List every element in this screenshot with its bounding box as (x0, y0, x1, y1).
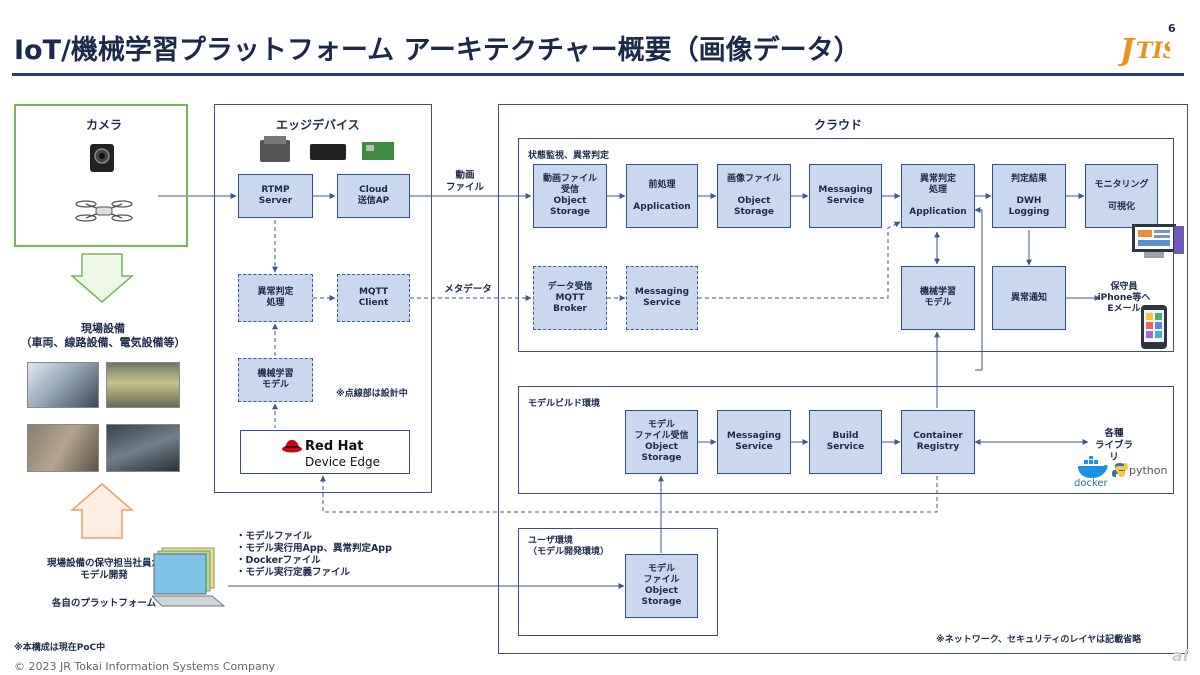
drone-icon (75, 200, 133, 222)
cloud-sender-box: Cloud 送信AP (337, 174, 410, 218)
redhat-title: Red Hat (305, 439, 364, 454)
user-storage-box: モデル ファイル Object Storage (625, 554, 698, 618)
mqtt-broker-box: データ受信 MQTT Broker (533, 266, 607, 330)
build-service-box: Build Service (809, 410, 882, 474)
overhead-wire-photo (106, 424, 180, 472)
model-build-region (518, 386, 1174, 494)
preprocess-box: 前処理 Application (626, 164, 698, 228)
image-storage-box: 画像ファイル Object Storage (717, 164, 791, 228)
edge-ml-model-box: 機械学習 モデル (238, 358, 313, 402)
page-title: IoT/機械学習プラットフォーム アーキテクチャー概要（画像データ） (14, 35, 861, 66)
rtmp-server-box: RTMP Server (238, 174, 313, 218)
platform-label: 各自のプラットフォーム (51, 598, 157, 609)
watermark: ai (1172, 646, 1189, 665)
anomaly-app-box: 異常判定 処理 Application (901, 164, 975, 228)
site-equipment-label: 現場設備 （車両、線路設備、電気設備等） (20, 322, 186, 349)
network-note: ※ネットワーク、セキュリティのレイヤは記載省略 (936, 635, 1142, 645)
title-divider (12, 73, 1184, 76)
edge-anomaly-box: 異常判定 処理 (238, 274, 313, 322)
developer-label: 現場設備の保守担当社員が モデル開発 (46, 558, 161, 581)
result-logging-box: 判定結果 DWH Logging (992, 164, 1066, 228)
alert-box: 異常通知 (992, 266, 1066, 330)
model-files-list: ・モデルファイル ・モデル実行用App、異常判定App ・Dockerファイル … (236, 531, 392, 579)
list-item: ・モデルファイル (236, 531, 313, 542)
svg-text:TIS: TIS (1136, 38, 1170, 64)
bullet-train-photo (27, 362, 99, 408)
page-number: 6 (1168, 22, 1176, 35)
train-photo (27, 424, 99, 472)
svg-text:J: J (1118, 33, 1136, 68)
laptop-icon (152, 547, 226, 607)
build-messaging-box: Messaging Service (717, 410, 791, 474)
edge-hardware-icon (260, 136, 394, 162)
redhat-subtitle: Device Edge (305, 455, 381, 469)
mqtt-client-box: MQTT Client (337, 274, 410, 322)
cloud-label: クラウド (814, 118, 863, 132)
container-registry-box: Container Registry (901, 410, 975, 474)
company-logo: J TIS (1118, 33, 1170, 68)
station-photo (106, 362, 180, 408)
libraries-label: 各種 ライブラリ (1094, 428, 1133, 463)
list-item: ・モデル実行用App、異常判定App (236, 543, 392, 554)
list-item: ・Dockerファイル (236, 555, 321, 566)
video-storage-box: 動画ファイル 受信 Object Storage (533, 164, 607, 228)
metadata-flow-label: メタデータ (444, 284, 492, 295)
cloud-region (498, 104, 1188, 654)
model-storage-box: モデル ファイル受信 Object Storage (625, 410, 698, 474)
poc-note: ※本構成は現在PoC中 (14, 643, 106, 653)
smartphone-icon (1141, 305, 1167, 349)
python-icon (1112, 463, 1128, 477)
maintenance-email-label: 保守員 iPhone等へ Eメール (1097, 282, 1151, 314)
camera-label: カメラ (86, 118, 123, 132)
edge-device-label: エッジデバイス (276, 118, 360, 132)
redhat-logo-icon (282, 439, 302, 453)
edge-device-region (214, 104, 432, 493)
redhat-device-edge-box: Red Hat Device Edge (240, 430, 410, 474)
list-item: ・モデル実行定義ファイル (236, 567, 351, 578)
model-build-label: モデルビルド環境 (528, 399, 601, 409)
video-flow-label: 動画 ファイル (445, 170, 484, 193)
messaging-service-box-1: Messaging Service (809, 164, 882, 228)
monitor-screen-icon (1132, 224, 1184, 258)
design-note: ※点線部は設計中 (336, 389, 408, 399)
monitoring-label: 状態監視、異常判定 (528, 151, 610, 161)
action-camera-icon (90, 144, 114, 172)
messaging-service-box-2: Messaging Service (626, 266, 698, 330)
cloud-ml-model-box: 機械学習 モデル (901, 266, 975, 330)
user-env-region (518, 528, 718, 636)
camera-region (14, 104, 188, 247)
docker-icon (1078, 456, 1108, 478)
copyright-footer: © 2023 JR Tokai Information Systems Comp… (14, 660, 276, 673)
monitoring-box: モニタリング 可視化 (1085, 164, 1158, 228)
python-text: python (1129, 464, 1168, 477)
user-env-label: ユーザ環境 （モデル開発環境） (528, 536, 610, 557)
docker-text: docker (1074, 478, 1108, 489)
